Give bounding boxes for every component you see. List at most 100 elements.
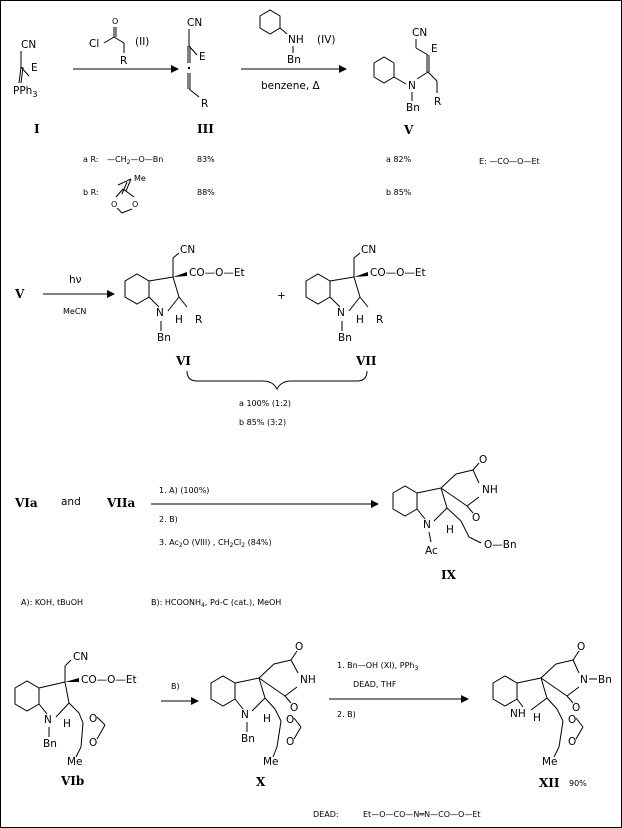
svg-text:a 82%: a 82% — [386, 155, 412, 164]
svg-text:H: H — [63, 718, 71, 730]
arrow-I-to-III — [73, 65, 179, 73]
svg-text:V: V — [14, 287, 25, 301]
svg-text:N: N — [337, 307, 345, 319]
compound-I: CN E PPh3 I — [13, 39, 40, 136]
ratio-b: b 85% (3:2) — [239, 418, 286, 427]
compound-VI: N CN CO—O—Et R H Bn VI — [124, 244, 245, 368]
compound-X: N O NH O H O O Me Bn X — [210, 641, 316, 789]
svg-text:O: O — [568, 736, 576, 748]
step-4-conditions: 1. Bn—OH (XI), PPh3 DEAD, THF 2. B) — [329, 661, 469, 719]
ratio-brace: a 100% (1:2) b 85% (3:2) — [186, 370, 368, 427]
svg-text:H: H — [533, 712, 541, 724]
label-I: I — [34, 122, 40, 136]
svg-text:R: R — [434, 96, 441, 108]
svg-text:Me: Me — [67, 756, 83, 768]
dead-definition: DEAD: Et—O—CO—N═N—CO—O—Et — [313, 810, 481, 819]
svg-text:NH: NH — [288, 34, 304, 46]
svg-text:CO—O—Et: CO—O—Et — [189, 267, 245, 279]
svg-text:NH: NH — [300, 674, 316, 686]
svg-text:H: H — [356, 314, 364, 326]
svg-text:R: R — [120, 55, 127, 67]
svg-text:Et—O—CO—N═N—CO—O—Et: Et—O—CO—N═N—CO—O—Et — [363, 810, 481, 819]
nitrile-label: CN — [21, 39, 36, 51]
reagent-II: Cl O R (II) — [89, 17, 149, 67]
label-VIb: VIb — [60, 774, 84, 788]
svg-text:CN: CN — [187, 17, 202, 29]
svg-text:R: R — [376, 314, 383, 326]
label-III: III — [197, 122, 214, 136]
compound-XII: NH O N Bn O H O O Me XII 90% — [492, 641, 612, 790]
svg-text:b R:: b R: — [83, 188, 99, 197]
svg-text:O: O — [572, 702, 580, 714]
svg-text:1. A) (100%): 1. A) (100%) — [159, 486, 209, 495]
reagent-definitions: A): KOH, tBuOH B): HCOONH4, Pd-C (cat.),… — [21, 598, 281, 609]
def-B: B): HCOONH4, Pd-C (cat.), MeOH — [151, 598, 281, 609]
reagent-IV: NH Bn (IV) benzene, Δ — [241, 9, 347, 92]
svg-text:O: O — [472, 512, 480, 524]
svg-text:Bn: Bn — [598, 674, 612, 686]
svg-text:CO—O—Et: CO—O—Et — [81, 674, 137, 686]
svg-text:b 85%: b 85% — [386, 188, 412, 197]
label-X: X — [256, 775, 266, 789]
svg-text:a R:: a R: — [83, 155, 98, 164]
svg-text:O: O — [568, 714, 576, 726]
svg-text:—CH2—O—Bn: —CH2—O—Bn — [107, 155, 163, 166]
svg-text:3. Ac2O (VIII) , CH2Cl2 (: 3. Ac2O (VIII) , CH2Cl2 (84%) — [159, 538, 272, 549]
svg-text:88%: 88% — [197, 188, 215, 197]
arrow-VIb-to-X: B) — [161, 682, 199, 705]
compound-VII: N CN CO—O—Et R H Bn VII — [305, 244, 426, 368]
step-3-conditions: 1. A) (100%) 2. B) 3. Ac2O (VIII) , CH2C… — [151, 486, 379, 549]
E-definition: E: —CO—O—Et — [479, 157, 540, 166]
svg-text:O: O — [295, 641, 303, 653]
svg-text:O: O — [132, 200, 138, 209]
step-3-reactants: VIa and VIIa — [14, 496, 136, 510]
svg-text:O: O — [286, 714, 294, 726]
svg-text:Cl: Cl — [89, 38, 99, 50]
svg-text:O: O — [479, 454, 487, 466]
svg-text:R: R — [195, 314, 202, 326]
svg-text:H: H — [175, 314, 183, 326]
r-definitions: a R: —CH2—O—Bn 83% b R: Me O O 88% a 82%… — [83, 155, 540, 214]
svg-text:Me: Me — [263, 756, 279, 768]
compound-V: CN E R N Bn V — [373, 27, 441, 137]
svg-text:2. B): 2. B) — [337, 710, 356, 719]
svg-text:Me: Me — [542, 756, 558, 768]
label-VI: VI — [175, 354, 191, 368]
svg-text:O: O — [112, 17, 118, 26]
label-XII: XII — [539, 776, 560, 790]
conditions-benzene-heat: benzene, Δ — [261, 80, 321, 92]
label-IX: IX — [441, 568, 457, 582]
svg-text:N: N — [156, 307, 164, 319]
svg-text:Bn: Bn — [287, 54, 301, 66]
svg-text:(II): (II) — [135, 36, 149, 48]
svg-text:CN: CN — [180, 244, 195, 256]
svg-text:DEAD:: DEAD: — [313, 810, 339, 819]
svg-text:B): B) — [171, 682, 180, 691]
compound-VIb: N CN CO—O—Et H O O Me Bn VIb — [14, 651, 137, 788]
svg-text:CN: CN — [73, 651, 88, 663]
svg-text:E: E — [199, 51, 206, 63]
pph3-label: PPh3 — [13, 85, 37, 99]
svg-text:Bn: Bn — [43, 738, 57, 750]
svg-text:1. Bn—OH (XI), PPh3: 1. Bn—OH (XI), PPh3 — [337, 661, 418, 672]
svg-text:O: O — [290, 702, 298, 714]
svg-text:VIIa: VIIa — [106, 496, 136, 510]
photoreaction: V hν MeCN — [14, 274, 115, 316]
svg-text:E: E — [431, 43, 438, 55]
compound-IX: N O A): KOH, tBuOH NH O H O—Bn Ac IX — [392, 454, 517, 582]
label-V: V — [403, 123, 414, 137]
svg-text:DEAD, THF: DEAD, THF — [353, 680, 397, 689]
yield-XII: 90% — [569, 779, 587, 788]
compound-III: CN E R III — [187, 17, 214, 136]
svg-text:(IV): (IV) — [317, 34, 335, 46]
svg-text:O: O — [89, 737, 97, 749]
svg-text:O—Bn: O—Bn — [484, 539, 517, 551]
svg-text:O: O — [577, 641, 585, 653]
svg-text:NH: NH — [482, 484, 498, 496]
svg-text:R: R — [201, 98, 208, 110]
ester-e-label: E — [31, 62, 38, 74]
svg-text:83%: 83% — [197, 155, 215, 164]
svg-text:Bn: Bn — [406, 102, 420, 114]
